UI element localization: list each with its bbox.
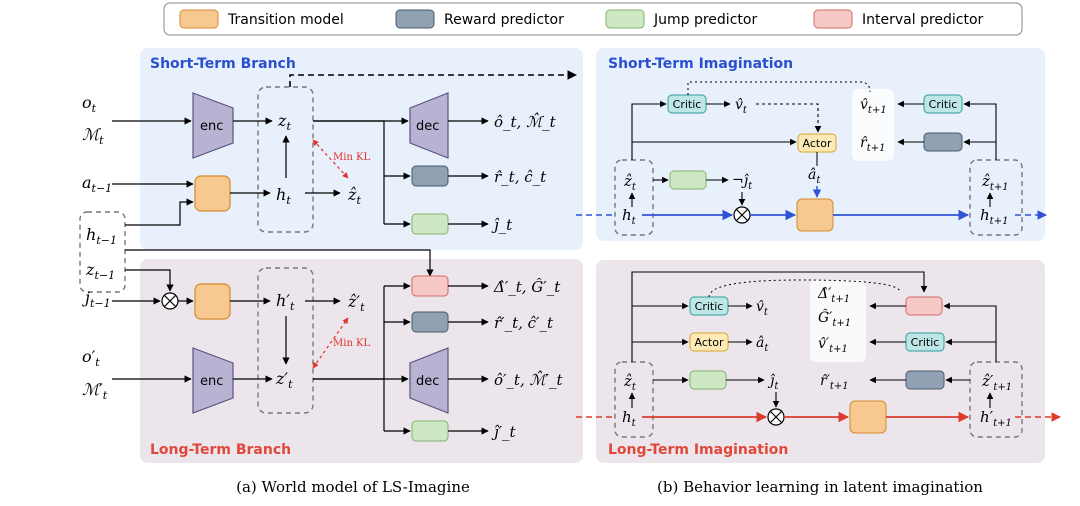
short-reward-t1	[923, 132, 963, 152]
short-min-kl: Min KL	[333, 152, 371, 163]
long-dec-output: ô′_t, ℳ̂′_t	[494, 370, 563, 389]
world-model-panel: Short-Term Branch Long-Term Branch ot ℳt…	[79, 48, 583, 496]
long-reward-t1	[905, 370, 945, 390]
long-jump-imag	[689, 370, 727, 390]
short-dec-output: ô_t, ℳ̂_t	[494, 112, 557, 131]
long-jump-output: ĵ′_t	[491, 423, 517, 441]
input-M-prime: ℳ′t	[82, 380, 108, 402]
svg-text:Critic: Critic	[695, 300, 724, 313]
long-encoder-label: enc	[200, 374, 223, 389]
short-reward-output: r̂_t, ĉ_t	[494, 168, 547, 186]
legend-transition-swatch	[179, 9, 219, 29]
input-z: zt−1	[85, 260, 115, 282]
input-a: at−1	[82, 173, 112, 195]
long-term-branch-bg	[140, 259, 583, 463]
input-M: ℳt	[82, 125, 104, 147]
long-decoder	[409, 347, 449, 414]
to-imagination-arrow	[289, 70, 577, 87]
svg-text:Critic: Critic	[929, 98, 958, 111]
short-imag-state-t	[614, 159, 654, 236]
caption-b: (b) Behavior learning in latent imaginat…	[657, 478, 983, 496]
short-encoder	[192, 92, 234, 159]
prev-state-box	[79, 211, 126, 293]
short-reward-predictor	[411, 165, 449, 187]
caption-a: (a) World model of LS-Imagine	[236, 478, 470, 496]
legend-interval-label: Interval predictor	[862, 12, 984, 28]
long-reward-output: r̂′_t, ĉ′_t	[494, 314, 554, 332]
legend-transition-label: Transition model	[227, 12, 344, 28]
short-transition-model	[194, 175, 231, 212]
imagination-panel: Short-Term Imagination ẑt ht ẑt+1 ht+1 C…	[576, 48, 1061, 496]
long-decoder-label: dec	[416, 374, 439, 389]
long-encoder	[192, 347, 234, 414]
short-term-branch-bg	[140, 48, 583, 250]
long-imag-transition	[849, 400, 887, 434]
legend-jump-swatch	[605, 9, 645, 29]
legend: Transition model Reward predictor Jump p…	[163, 2, 1023, 36]
legend-interval-swatch	[813, 9, 853, 29]
legend-reward-label: Reward predictor	[444, 12, 564, 28]
input-o: ot	[82, 93, 97, 115]
long-imagination-title: Long-Term Imagination	[608, 442, 788, 458]
short-encoder-label: enc	[200, 119, 223, 134]
long-interval-output: Δ̂′_t, Ĝ′_t	[493, 278, 561, 296]
long-jump-predictor	[411, 420, 449, 442]
long-transition-model	[194, 283, 231, 320]
long-imag-state-t	[614, 361, 654, 438]
long-latent-box	[257, 267, 314, 414]
svg-text:Critic: Critic	[911, 336, 940, 349]
short-decoder	[409, 92, 449, 159]
input-h: ht−1	[86, 225, 117, 247]
short-imag-transition	[796, 198, 834, 232]
long-interval-predictor	[411, 275, 449, 297]
long-term-branch-title: Long-Term Branch	[150, 442, 291, 458]
input-j: jt−1	[82, 288, 111, 310]
short-imagination-title: Short-Term Imagination	[608, 56, 793, 72]
long-interval-imag	[905, 296, 943, 316]
short-term-branch-title: Short-Term Branch	[150, 56, 296, 72]
input-o-prime: o′t	[82, 347, 100, 369]
svg-text:Actor: Actor	[695, 336, 724, 349]
short-jump-predictor	[411, 213, 449, 235]
svg-text:¬ĵt: ¬ĵt	[732, 172, 753, 192]
short-latent-box	[257, 86, 314, 233]
svg-text:Critic: Critic	[673, 98, 702, 111]
long-min-kl: Min KL	[333, 338, 371, 349]
legend-reward-swatch	[395, 9, 435, 29]
short-decoder-label: dec	[416, 119, 439, 134]
legend-jump-label: Jump predictor	[653, 12, 757, 28]
long-reward-predictor	[411, 311, 449, 333]
short-jump-imag	[669, 170, 707, 190]
short-jump-output: ĵ_t	[491, 216, 513, 234]
svg-text:Actor: Actor	[803, 137, 832, 150]
